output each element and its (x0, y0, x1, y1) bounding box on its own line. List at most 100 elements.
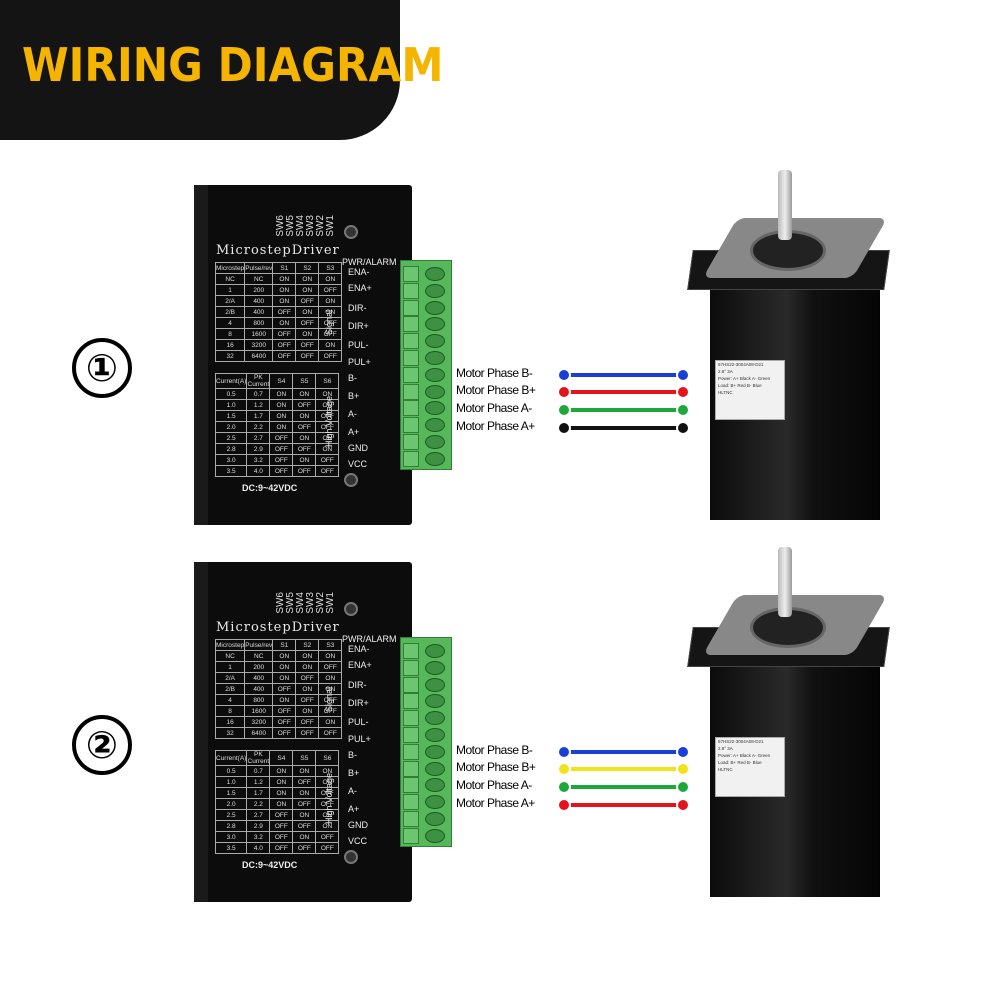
table-cell: 0.7 (246, 388, 271, 400)
terminal-screw-icon (425, 451, 445, 466)
terminal-screw-icon (425, 728, 445, 742)
terminal-screw-icon (425, 644, 445, 658)
table-cell: OFF (315, 787, 340, 799)
motor-shaft (778, 170, 792, 240)
table-cell: OFF (272, 727, 297, 739)
table-cell: OFF (292, 798, 317, 810)
table-cell: S5 (292, 373, 317, 389)
table-cell: OFF (269, 820, 294, 832)
table-cell: OFF (295, 295, 320, 307)
table-cell: OFF (292, 399, 317, 411)
sw-label: SW5 (285, 592, 296, 614)
table-cell: S6 (315, 750, 340, 766)
table-cell: OFF (269, 432, 294, 444)
table-cell: 200 (244, 661, 274, 673)
signal-label: Signal (324, 686, 334, 712)
pin-label: A- (348, 409, 357, 419)
terminal-connector (403, 350, 419, 366)
terminal-screw-icon (425, 334, 445, 349)
pin-label: ENA- (348, 267, 370, 277)
table-cell: 1.7 (246, 410, 271, 422)
pin-label: PUL- (348, 340, 369, 350)
motor-label-line: Power: A+ Black A- Green (718, 376, 771, 381)
terminal-screw-icon (425, 828, 445, 843)
table-cell: 400 (244, 672, 274, 684)
sw-label: SW3 (305, 592, 316, 614)
wire-end-left (557, 421, 571, 435)
table-cell: OFF (269, 465, 294, 477)
terminal-connector (403, 400, 419, 417)
screw-icon (344, 473, 358, 487)
table-cell: 6400 (244, 727, 274, 739)
wire-end-right (676, 368, 690, 382)
terminal-screw-icon (425, 351, 445, 365)
terminal-connector (403, 743, 419, 760)
sw-label: SW6 (275, 215, 286, 237)
pwr-alarm-label: PWR/ALARM (342, 257, 397, 267)
table-cell: S2 (295, 262, 320, 274)
table-cell: 2.0 (214, 798, 248, 810)
table-cell: ON (295, 705, 320, 717)
wire-line (563, 803, 683, 807)
table-cell: S2 (295, 639, 320, 651)
table-cell: 800 (244, 317, 274, 329)
table-cell: Pulse/rev (244, 262, 274, 274)
table-cell: ON (295, 284, 320, 296)
table-cell: ON (269, 765, 294, 777)
table-cell: S6 (315, 373, 340, 389)
pin-label: A- (348, 786, 357, 796)
table-cell: 1.5 (214, 410, 248, 422)
table-cell: 1600 (244, 328, 274, 340)
table-cell: ON (272, 284, 297, 296)
driver-edge (194, 185, 208, 525)
table-cell: ON (318, 339, 343, 351)
table-cell: OFF (292, 776, 317, 788)
table-cell: 6400 (244, 350, 274, 362)
table-cell: OFF (272, 339, 297, 351)
driver-title: MicrostepDriver (216, 243, 340, 258)
terminal-connector (403, 643, 419, 659)
table-cell: 3.2 (246, 831, 271, 843)
wire-label: Motor Phase B+ (456, 383, 536, 397)
terminal-connector (403, 794, 419, 811)
terminal-connector (403, 727, 419, 743)
terminal-screw-icon (425, 778, 445, 793)
table-cell: ON (318, 295, 343, 307)
table-cell: 1.2 (246, 399, 271, 411)
wire-label: Motor Phase B- (456, 743, 533, 757)
terminal-connector (403, 659, 419, 676)
terminal-connector (403, 693, 419, 710)
pin-label: PUL+ (348, 734, 371, 744)
table-cell: 2/A (214, 672, 246, 684)
wire-label: Motor Phase A- (456, 778, 532, 792)
screw-icon (344, 850, 358, 864)
table-cell: OFF (269, 842, 294, 854)
table-cell: 1 (214, 661, 246, 673)
table-cell: 2.8 (214, 443, 248, 455)
table-cell: 16 (214, 716, 246, 728)
dc-voltage-label: DC:9~42VDC (242, 483, 298, 493)
table-cell: OFF (295, 694, 320, 706)
terminal-screw-icon (425, 418, 445, 433)
wire-end-left (557, 385, 571, 399)
table-cell: OFF (315, 831, 340, 843)
terminal-block (400, 260, 452, 470)
sw-label: SW1 (325, 215, 336, 237)
table-cell: ON (292, 388, 317, 400)
table-cell: ON (269, 421, 294, 433)
pin-label: VCC (348, 836, 368, 846)
table-cell: ON (318, 273, 343, 285)
table-cell: 2.7 (246, 809, 271, 821)
table-cell: ON (292, 410, 317, 422)
terminal-connector (403, 366, 419, 383)
table-cell: 2.2 (246, 798, 271, 810)
motor-shaft (778, 547, 792, 617)
terminal-connector (403, 333, 419, 350)
table-cell: ON (272, 694, 297, 706)
table-cell: S4 (269, 750, 294, 766)
table-cell: OFF (295, 317, 320, 329)
table-cell: 3.0 (214, 831, 248, 843)
